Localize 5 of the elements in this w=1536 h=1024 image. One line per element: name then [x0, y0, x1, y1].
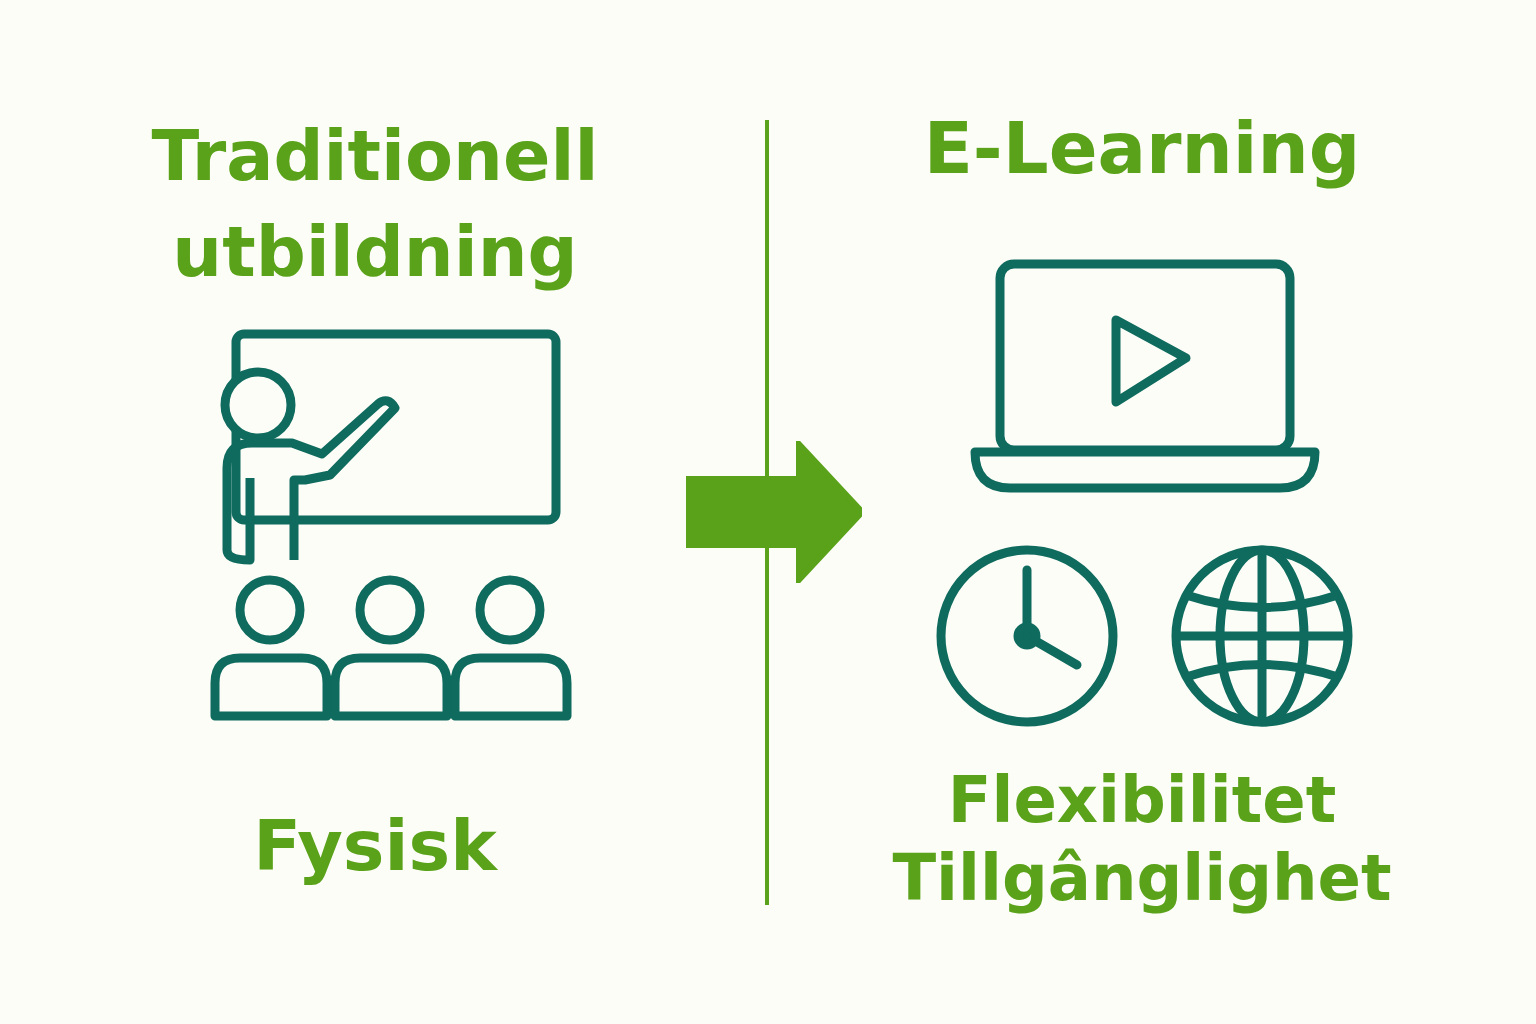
feature-text: Flexibilitet [946, 762, 1338, 839]
caption-text: Fysisk [252, 804, 499, 889]
section-title: Traditionell utbildning [150, 114, 600, 295]
feature-text: Tillgânglighet [891, 840, 1393, 917]
section-title: E-Learning [922, 105, 1362, 192]
